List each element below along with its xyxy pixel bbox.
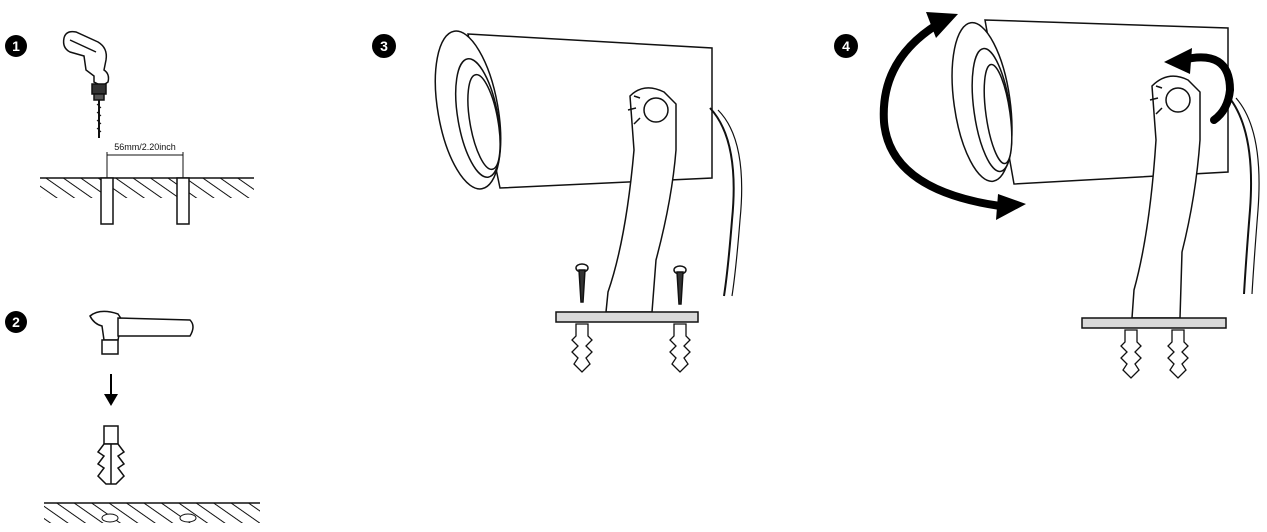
ground-hatch	[44, 503, 260, 523]
step-3: 3	[372, 26, 742, 372]
step-4-badge: 4	[834, 34, 858, 58]
wall-anchor-icon	[1121, 330, 1188, 378]
step-3-number: 3	[380, 38, 388, 54]
spotlight-fixture	[425, 26, 742, 296]
step-4-number: 4	[842, 38, 850, 54]
step-3-badge: 3	[372, 34, 396, 58]
step-4: 4	[834, 12, 1259, 378]
step-1-badge: 1	[5, 35, 27, 57]
step-2: 2	[5, 311, 260, 523]
down-arrow-icon	[104, 374, 118, 406]
step-2-badge: 2	[5, 311, 27, 333]
drill-icon	[64, 32, 109, 138]
step-1: 1 56mm/2.20inch	[5, 32, 254, 224]
dimension-label: 56mm/2.20inch	[114, 142, 176, 152]
wall-anchor-icon	[572, 324, 690, 372]
hammer-icon	[90, 311, 193, 354]
step-1-number: 1	[12, 38, 20, 54]
step-2-number: 2	[12, 314, 20, 330]
dimension-marker	[107, 152, 183, 178]
wall-anchor-icon	[98, 426, 124, 484]
ground-hatch	[40, 178, 254, 198]
